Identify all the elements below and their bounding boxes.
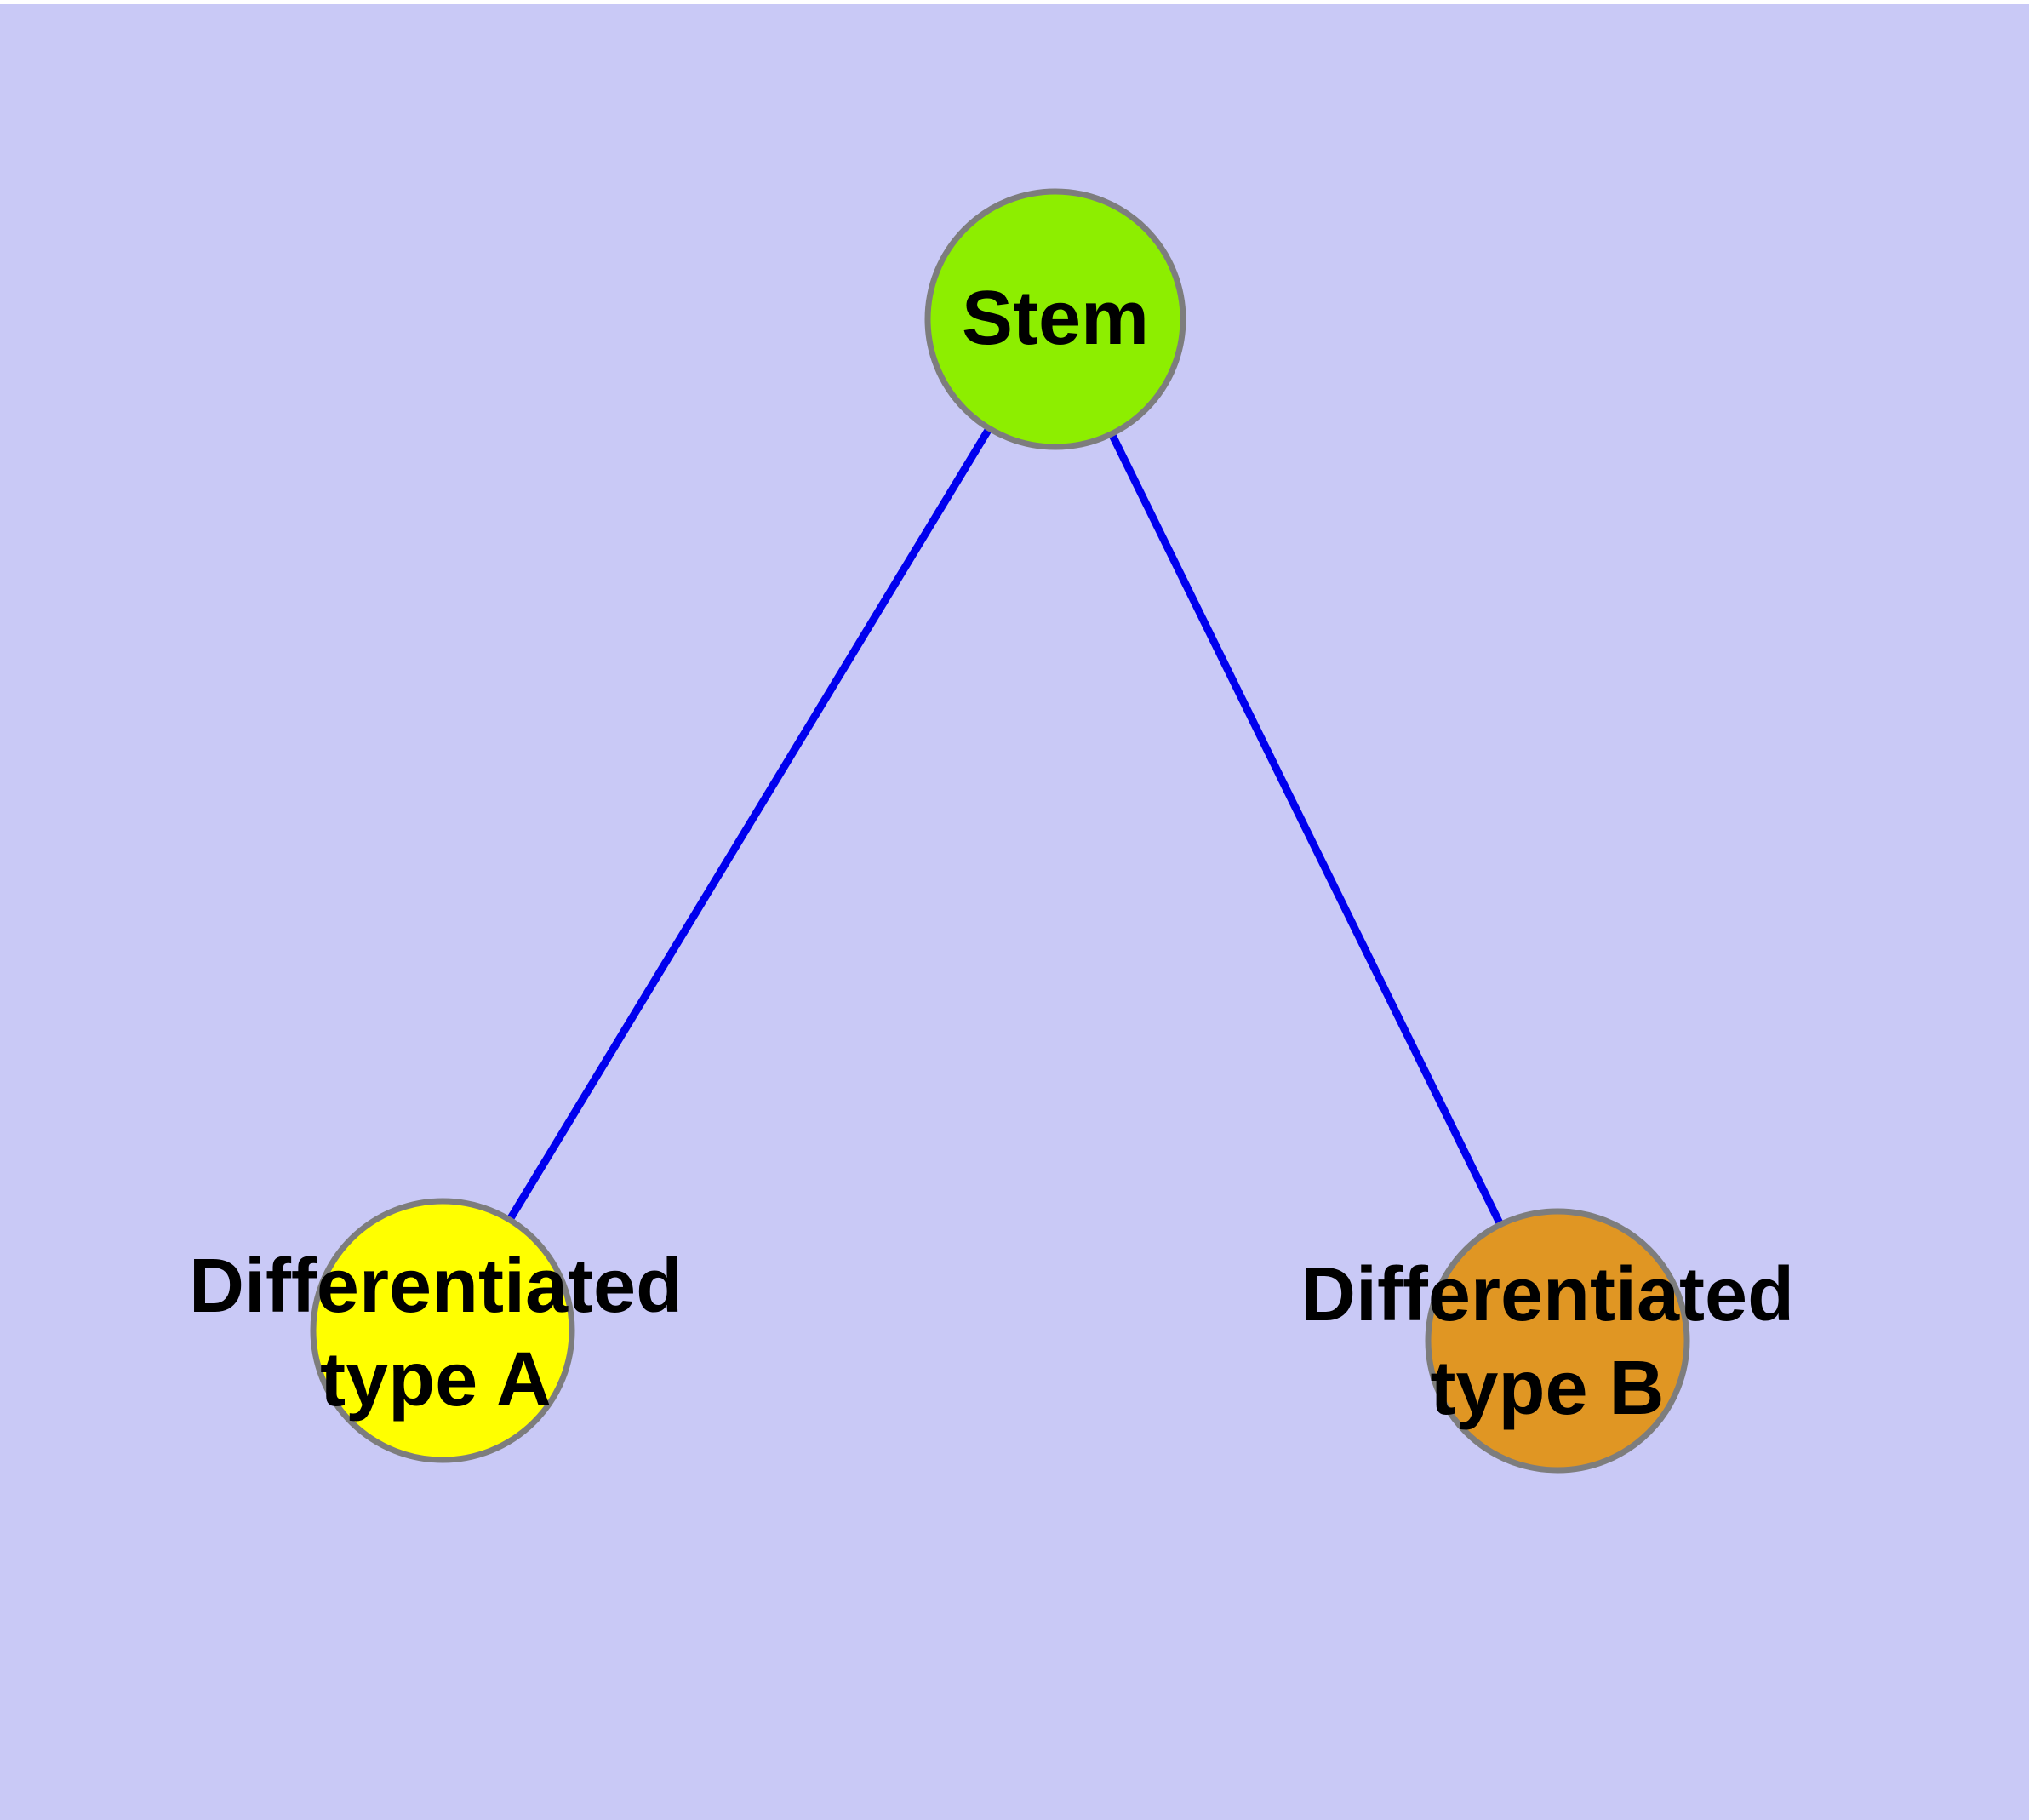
node-differentiated-type-b-circle bbox=[1425, 1208, 1690, 1474]
node-differentiated-type-a-circle bbox=[310, 1198, 575, 1463]
node-stem-circle bbox=[924, 188, 1186, 450]
node-stem-label: Stem bbox=[961, 276, 1150, 362]
plot-background: Stem Differentiated type A Differentiate… bbox=[0, 4, 2029, 1820]
edge-stem-to-type-b bbox=[1051, 318, 1562, 1342]
node-differentiated-type-a-label: Differentiated type A bbox=[188, 1244, 683, 1422]
edge-stem-to-type-a bbox=[439, 317, 1059, 1333]
graph-svg bbox=[310, 188, 1690, 1474]
node-differentiated-type-b-label: Differentiated type B bbox=[1300, 1252, 1795, 1431]
